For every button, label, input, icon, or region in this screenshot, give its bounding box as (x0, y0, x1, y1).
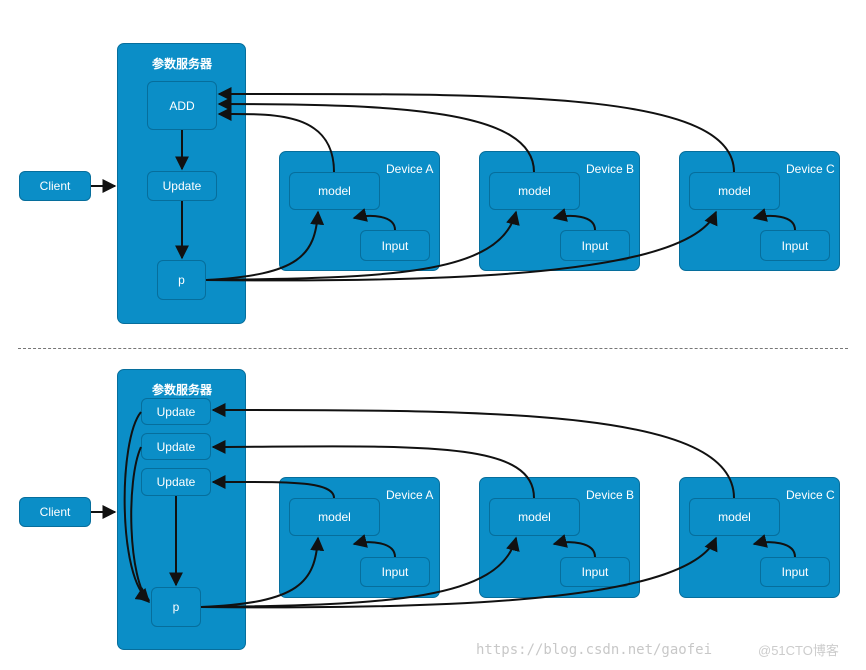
top-device-c-model-label: model (718, 184, 751, 198)
top-device-a-title: Device A (386, 162, 434, 176)
bottom-device-a-model-label: model (318, 510, 351, 524)
top-device-b-model: model (489, 172, 580, 210)
bottom-device-a-input-label: Input (381, 565, 409, 579)
bottom-arrow-p-to-model-b (200, 536, 520, 608)
top-arrow-input-to-model-c (752, 208, 796, 231)
top-add-label: ADD (169, 98, 195, 113)
top-p-label: p (178, 273, 185, 287)
bottom-device-a-input: Input (360, 557, 430, 587)
top-client-label: Client (39, 179, 71, 193)
bottom-arrow-input-to-model-a (352, 534, 396, 558)
bottom-device-c-model: model (689, 498, 780, 536)
watermark-badge: @51CTO博客 (758, 643, 839, 658)
top-device-c-input: Input (760, 230, 830, 261)
top-arrow-input-to-model-b (552, 208, 596, 231)
top-client-node: Client (19, 171, 91, 201)
top-device-c-title: Device C (786, 162, 835, 176)
top-device-c-input-label: Input (781, 238, 809, 253)
bottom-device-b-title: Device B (586, 488, 635, 502)
top-device-b-input: Input (560, 230, 630, 261)
bottom-parameter-server-title: 参数服务器 (152, 383, 213, 397)
top-device-b-title: Device B (586, 162, 635, 176)
bottom-device-c-model-label: model (718, 510, 751, 524)
top-device-b-input-label: Input (581, 238, 609, 253)
top-device-a-input-label: Input (381, 238, 409, 253)
top-update-node: Update (147, 171, 217, 201)
bottom-arrow-p-to-model-a (200, 536, 325, 608)
bottom-arrow-device-a-to-update-3 (211, 474, 335, 499)
bottom-update-node-3: Update (141, 468, 211, 496)
top-add-node: ADD (147, 81, 217, 130)
bottom-arrow-update-2-to-p (130, 446, 150, 604)
top-device-a-input: Input (360, 230, 430, 261)
top-arrow-device-a-to-add (217, 106, 335, 173)
top-arrow-device-b-to-add (217, 97, 535, 173)
bottom-p-label: p (172, 600, 180, 614)
top-arrow-input-to-model-a (352, 208, 396, 231)
bottom-arrow-p-to-model-c (200, 536, 718, 609)
watermark-url: https://blog.csdn.net/gaofei (476, 642, 713, 658)
top-device-a-model-label: model (318, 184, 351, 198)
bottom-device-b-model: model (489, 498, 580, 536)
bottom-client-label: Client (39, 505, 71, 519)
section-divider (18, 348, 848, 349)
bottom-update-label-2: Update (156, 439, 196, 454)
bottom-arrow-device-c-to-update-1 (211, 403, 735, 499)
bottom-device-c-input-label: Input (781, 565, 809, 579)
bottom-device-a-title: Device A (386, 488, 434, 502)
bottom-update-label-3: Update (156, 475, 196, 489)
top-parameter-server-title: 参数服务器 (152, 57, 213, 71)
bottom-device-a-model: model (289, 498, 380, 536)
top-p-node: p (157, 260, 206, 300)
bottom-arrow-update-1-to-p (123, 411, 151, 601)
bottom-device-c-input: Input (760, 557, 830, 587)
bottom-arrow-input-to-model-b (552, 534, 596, 558)
bottom-update-label-1: Update (156, 404, 196, 419)
bottom-arrow-input-to-model-c (752, 534, 796, 558)
top-device-b-model-label: model (518, 184, 551, 198)
bottom-update-node-2: Update (141, 433, 211, 460)
top-update-label: Update (162, 179, 202, 193)
top-arrow-p-to-model-b (205, 210, 520, 281)
bottom-p-node: p (151, 587, 201, 627)
bottom-client-node: Client (19, 497, 91, 527)
bottom-device-c-title: Device C (786, 488, 835, 502)
top-arrow-p-to-model-a (205, 210, 325, 281)
bottom-update-node-1: Update (141, 398, 211, 425)
bottom-arrow-device-b-to-update-2 (211, 439, 535, 499)
top-arrow-device-c-to-add (217, 86, 735, 173)
top-device-a-model: model (289, 172, 380, 210)
top-arrow-p-to-model-c (205, 210, 718, 282)
top-device-c-model: model (689, 172, 780, 210)
bottom-device-b-input-label: Input (581, 565, 609, 579)
bottom-device-b-input: Input (560, 557, 630, 587)
bottom-device-b-model-label: model (518, 510, 551, 524)
